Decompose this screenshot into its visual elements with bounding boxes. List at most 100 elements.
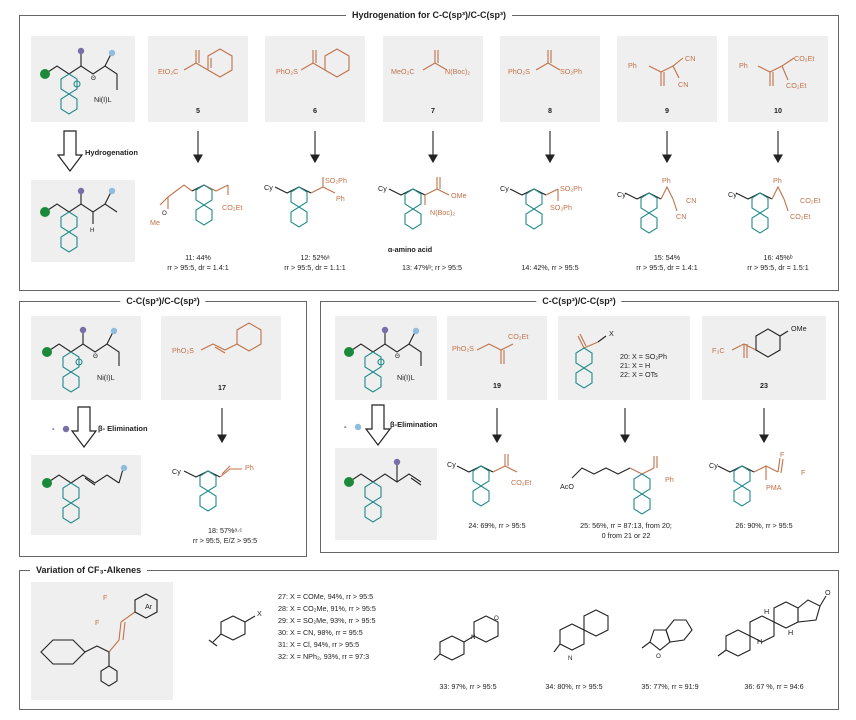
mid-right-leaving-dot [354, 423, 362, 431]
substrate-5-group: EtO₂C [158, 67, 179, 76]
aryl-35-yield: 35: 77%, rr = 91:9 [641, 682, 699, 691]
aryl-35-benzofuran-structure: O [641, 619, 693, 660]
variation-list-31: 31: X = Cl, 94%, rr > 95:5 [278, 640, 360, 649]
panel-title-hydrogenation: Hydrogenation for C-C(sp³)/C-C(sp³) [346, 10, 512, 20]
hollow-arrow-beta-elimination-right [364, 404, 392, 446]
product-15-structure [624, 185, 678, 234]
product-18-selectivity: rr > 95:5, E/Z > 95:5 [192, 536, 258, 545]
aryl-34-yield: 34: 80%, rr > 95:5 [545, 682, 603, 691]
hollow-arrow-beta-elimination-left [70, 406, 98, 448]
aryl-33-morpholine-structure: N O [433, 615, 499, 661]
hydrogenation-label: Hydrogenation [85, 148, 138, 157]
product-16-group1: Ph [773, 176, 782, 185]
svg-text:H: H [90, 227, 94, 234]
product-18-yield: 18: 57%ᵃ·ᶜ [208, 526, 242, 535]
substrate-23-group1: F₃C [712, 346, 725, 355]
substrate-10-group3: CO₂Et [786, 81, 807, 90]
substrate-9-structure [648, 57, 684, 86]
product-15-group1: Ph [662, 176, 671, 185]
substrate-9-number: 9 [665, 106, 669, 115]
product-25-group1: AcO [560, 482, 574, 491]
substrate-17-group: PhO₂S [172, 346, 194, 355]
product-14-group2: SO₂Ph [550, 203, 572, 212]
mid-left-nickel-label: Ni(I)L [97, 373, 115, 382]
product-13-yield: 13: 47%ᵇ; rr > 95:5 [401, 263, 463, 272]
substrate-19-number: 19 [493, 381, 501, 390]
substrate-10-structure [757, 57, 795, 86]
product-16-group2: CO₂Et [800, 196, 821, 205]
product-26-f2: F [801, 468, 806, 477]
aryl-x-label: X [257, 609, 262, 618]
product-15-selectivity: rr > 95:5, dr = 1.4:1 [636, 263, 698, 272]
product-14-yield: 14: 42%, rr > 95:5 [521, 263, 579, 272]
svg-text:N: N [471, 634, 475, 641]
variation-list-27: 27: X = COMe, 94%, rr > 95:5 [278, 592, 374, 601]
mid-left-minus: - [52, 424, 55, 433]
aryl-34-quinoline-structure: N [553, 609, 609, 662]
product-16-selectivity: rr > 95:5, dr = 1.5:1 [747, 263, 809, 272]
substrate-8-number: 8 [548, 106, 552, 115]
svg-text:Θ: Θ [93, 353, 98, 360]
substrate-9-group3: CN [678, 80, 689, 89]
panel-title-mid-left: C-C(sp³)/C-C(sp²) [120, 296, 206, 306]
svg-text:Θ: Θ [395, 353, 400, 360]
substrate-20-label: 20: X = SO₂Ph [620, 352, 667, 361]
substrate-6-group: PhO₂S [276, 67, 298, 76]
product-25-yield: 25: 56%, rr = 87:13, from 20; [580, 521, 672, 530]
substrate-9-group1: Ph [628, 61, 637, 70]
substrate-21-label: 21: X = H [620, 361, 651, 370]
product-13-structure [388, 177, 450, 230]
substrate-23-structure [731, 328, 789, 358]
product-16-structure [735, 185, 789, 234]
product-12-cy: Cy [264, 183, 273, 192]
aryl-x-structure [208, 615, 256, 647]
substrate-box-19 [447, 316, 547, 400]
mid-right-box-product [335, 448, 437, 540]
estrone-h3: H [788, 628, 794, 637]
aryl-33-yield: 33: 97%, rr > 95:5 [439, 682, 497, 691]
scheme-box-product [31, 180, 135, 262]
substrate-5-structure [183, 48, 233, 78]
product-26-cy: Cy [709, 461, 718, 470]
product-24-yield: 24: 69%, rr > 95:5 [468, 521, 526, 530]
substrate-10-group1: Ph [739, 61, 748, 70]
substrate-7-group2: N(Boc)₂ [445, 67, 471, 76]
aryl-36-estrone-structure [717, 595, 827, 657]
radical-intermediate-structure: Θ [40, 47, 118, 115]
product-12-group2: Ph [336, 194, 345, 203]
product-11-yield: 11: 44% [185, 253, 211, 262]
substrate-9-group2: CN [685, 54, 696, 63]
beta-elimination-label-left: β- Elimination [98, 424, 148, 433]
hollow-arrow-hydrogenation [56, 130, 84, 172]
variation-list-30: 30: X = CN, 98%, rr = 95:5 [278, 628, 363, 637]
hydrogenated-product-scaffold: H [40, 187, 118, 253]
substrate-7-number: 7 [431, 106, 435, 115]
product-16-group3: CO₂Et [790, 212, 811, 221]
product-26-yield: 26: 90%, rr > 95:5 [735, 521, 793, 530]
panel-variation [19, 570, 839, 710]
product-18-cy: Cy [172, 467, 181, 476]
substrate-17-number: 17 [218, 383, 226, 392]
variation-list-32: 32: X = NPh₂, 93%, rr = 97:3 [278, 652, 370, 661]
product-12-group1: SO₂Ph [325, 176, 347, 185]
svg-text:O: O [162, 210, 167, 217]
substrate-20-x: X [609, 329, 614, 338]
substrate-20-structure [575, 333, 607, 389]
substrate-box-23 [702, 316, 826, 400]
product-11-group2: CO₂Et [222, 203, 243, 212]
product-11-selectivity: rr > 95:5, dr = 1.4:1 [167, 263, 229, 272]
substrate-5-number: 5 [196, 106, 200, 115]
product-12-structure [274, 177, 336, 228]
product-16-cy: Cy [728, 190, 737, 199]
product-24-group1: CO₂Et [511, 478, 532, 487]
substrate-box-7 [383, 36, 483, 122]
substrate-19-structure [476, 343, 514, 364]
product-26-pma: PMA [766, 483, 782, 492]
mid-right-radical-structure: Θ [344, 326, 422, 393]
product-14-structure [509, 188, 559, 230]
estrone-h1: H [764, 607, 770, 616]
variation-scaffold-structure [40, 593, 158, 687]
product-25-group2: Ph [665, 475, 674, 484]
